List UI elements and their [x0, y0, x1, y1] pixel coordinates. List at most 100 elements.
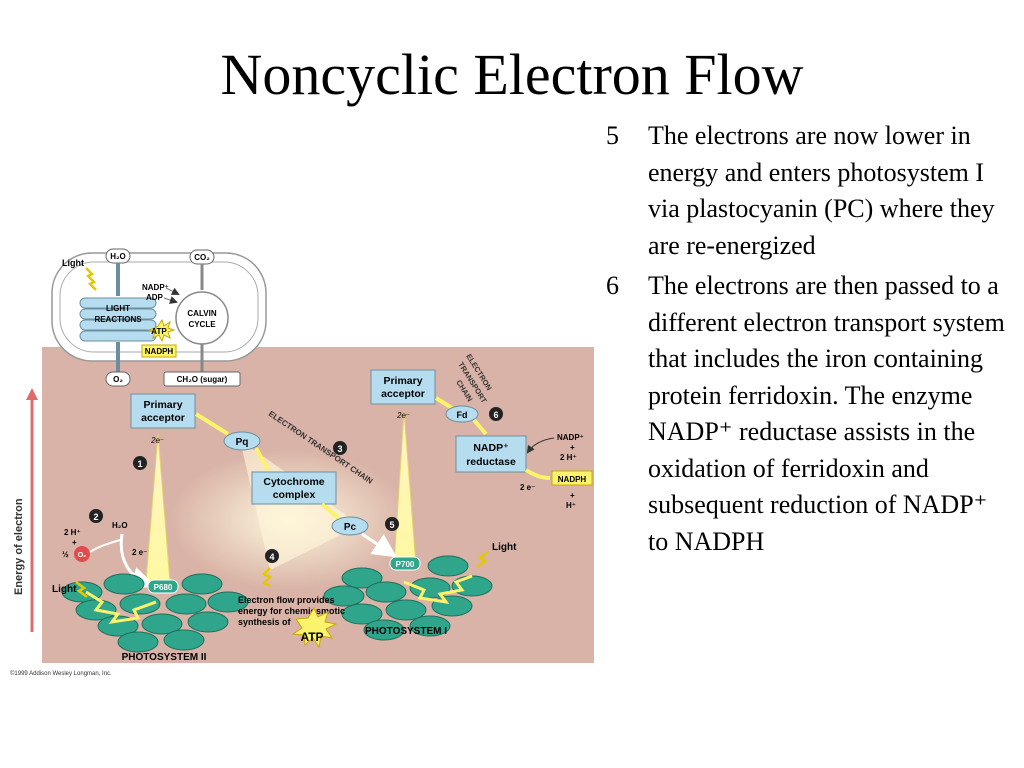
step-number-6: 6	[493, 410, 498, 420]
inset-light-bolt-icon	[85, 267, 97, 291]
ps1-2e-label: 2e⁻	[396, 411, 410, 420]
ps2-light-bolt-icon	[75, 581, 88, 598]
inset-nadph-label: NADPH	[145, 347, 174, 356]
inset-atp-burst-icon	[147, 318, 176, 343]
pc-label: Pc	[344, 522, 357, 533]
cytochrome-label: complex	[273, 489, 316, 501]
bullet-text: The electrons are now lower in energy an…	[648, 121, 995, 260]
ps1-light-bolt-icon	[476, 551, 489, 568]
inset-nadp-label: NADP⁺	[142, 283, 169, 292]
thylakoid-stack	[79, 297, 157, 342]
energy-bolt-icon	[261, 567, 273, 588]
nadph-output	[551, 470, 593, 486]
step-marker-2	[89, 509, 103, 523]
oxygen-molecule	[74, 546, 90, 562]
inset-o2-label: O₂	[113, 375, 123, 384]
bullet-number: 6	[606, 271, 619, 300]
inset-light-label: Light	[62, 258, 84, 268]
photosystem-ii-label: PHOTOSYSTEM II	[122, 652, 207, 663]
copyright-notice: ©1999 Addison Wesley Longman, Inc.	[10, 670, 112, 677]
inset-light-reactions-label: REACTIONS	[94, 315, 142, 324]
cytochrome-complex	[251, 471, 337, 505]
inset-h2o-label: H₂O	[110, 252, 126, 261]
ps1-light-path	[403, 574, 473, 605]
step-marker-3	[333, 441, 347, 455]
chloroplast-inset: LIGHT REACTIONS CALVIN CYCLE Light H₂O C…	[51, 248, 267, 387]
step-marker-5	[385, 517, 399, 531]
pq-carrier	[223, 431, 261, 451]
energy-axis-arrowhead	[26, 388, 38, 400]
energy-axis-label: Energy of electron	[13, 498, 25, 595]
h2o-ps2-label: H₂O	[112, 521, 128, 530]
bullet-item: 5 The electrons are now lower in energy …	[606, 118, 1006, 264]
step-number-5: 5	[389, 520, 394, 530]
primary-acceptor-ps2-label: acceptor	[141, 412, 185, 424]
electron-flow-note: synthesis of	[238, 617, 292, 627]
primary-acceptor-ps1-label: acceptor	[381, 388, 425, 400]
step-number-4: 4	[269, 552, 274, 562]
inset-atp-label: ATP	[151, 327, 167, 336]
plus-sign: +	[570, 491, 575, 500]
water-split-arrow	[119, 533, 156, 591]
pq-label: Pq	[236, 437, 249, 448]
bullet-item: 6 The electrons are then passed to a dif…	[606, 268, 1006, 560]
two-h-plus-ps2-label: 2 H⁺	[64, 528, 81, 537]
h-plus-label: H⁺	[566, 501, 576, 510]
inset-adp-label: ADP	[146, 293, 164, 302]
two-e-ps2-label: 2 e⁻	[132, 548, 147, 557]
ps2-light-path	[85, 590, 157, 625]
nadp-reductase	[455, 435, 527, 473]
p680-reaction-center	[147, 579, 179, 594]
step-marker-1	[133, 456, 147, 470]
fd-carrier	[445, 405, 479, 423]
arrow-pq-to-cytochrome	[254, 447, 270, 471]
inset-co2-label: CO₂	[194, 253, 210, 262]
inset-sugar-label: CH₂O (sugar)	[177, 375, 228, 384]
step-marker-4	[265, 549, 279, 563]
electron-flow-diagram: Energy of electron LIGHT REACTIONS CALVI…	[0, 240, 600, 685]
step-marker-6	[489, 407, 503, 421]
primary-acceptor-ps1	[370, 369, 436, 405]
p700-label: P700	[396, 560, 415, 569]
primary-acceptor-ps2-label: Primary	[143, 399, 182, 411]
nadph-output-label: NADPH	[558, 475, 587, 484]
ps2-light-label: Light	[52, 584, 77, 595]
electron-flow-note: energy for chemiosmotic	[238, 606, 345, 616]
bullet-list: 5 The electrons are now lower in energy …	[606, 118, 1006, 564]
plus-sign: +	[72, 538, 77, 547]
calvin-cycle-label: CYCLE	[188, 320, 216, 329]
calvin-cycle-circle	[175, 291, 229, 345]
calvin-cycle-label: CALVIN	[187, 309, 216, 318]
arrow-to-nadph	[524, 468, 551, 480]
arrow-fd-to-reductase	[472, 418, 488, 436]
ps2-2e-label: 2e⁻	[150, 436, 164, 445]
cytochrome-label: Cytochrome	[263, 476, 324, 488]
bullet-number: 5	[606, 121, 619, 150]
atp-burst-icon	[291, 606, 338, 649]
arrow-cytochrome-to-pc	[320, 502, 340, 520]
p680-label: P680	[154, 583, 173, 592]
step-number-1: 1	[137, 459, 142, 469]
step-number-3: 3	[337, 444, 342, 454]
inset-light-reactions-label: LIGHT	[106, 304, 130, 313]
arrow-pc-to-p700	[361, 532, 397, 558]
two-e-reductase-label: 2 e⁻	[520, 483, 535, 492]
arrow-acceptor-to-fd	[434, 396, 454, 410]
arrow-acceptor-to-pq	[194, 412, 230, 436]
primary-acceptor-ps2	[130, 393, 196, 429]
half-sign: ½	[62, 550, 69, 559]
step-markers	[89, 407, 503, 563]
slide-title: Noncyclic Electron Flow	[220, 42, 804, 107]
ps1-light-label: Light	[492, 542, 517, 553]
p700-reaction-center	[389, 556, 421, 571]
two-h-plus-label: 2 H⁺	[560, 453, 577, 462]
nadp-reductase-label: reductase	[466, 456, 516, 468]
photosystem-ii	[61, 573, 249, 653]
pc-carrier	[331, 516, 369, 536]
primary-acceptor-ps1-label: Primary	[383, 375, 422, 387]
step-number-2: 2	[93, 512, 98, 522]
oxygen-label: O₂	[78, 552, 87, 559]
plus-sign: +	[570, 443, 575, 452]
bullet-text: The electrons are then passed to a diffe…	[648, 271, 1005, 556]
fd-label: Fd	[457, 410, 468, 420]
